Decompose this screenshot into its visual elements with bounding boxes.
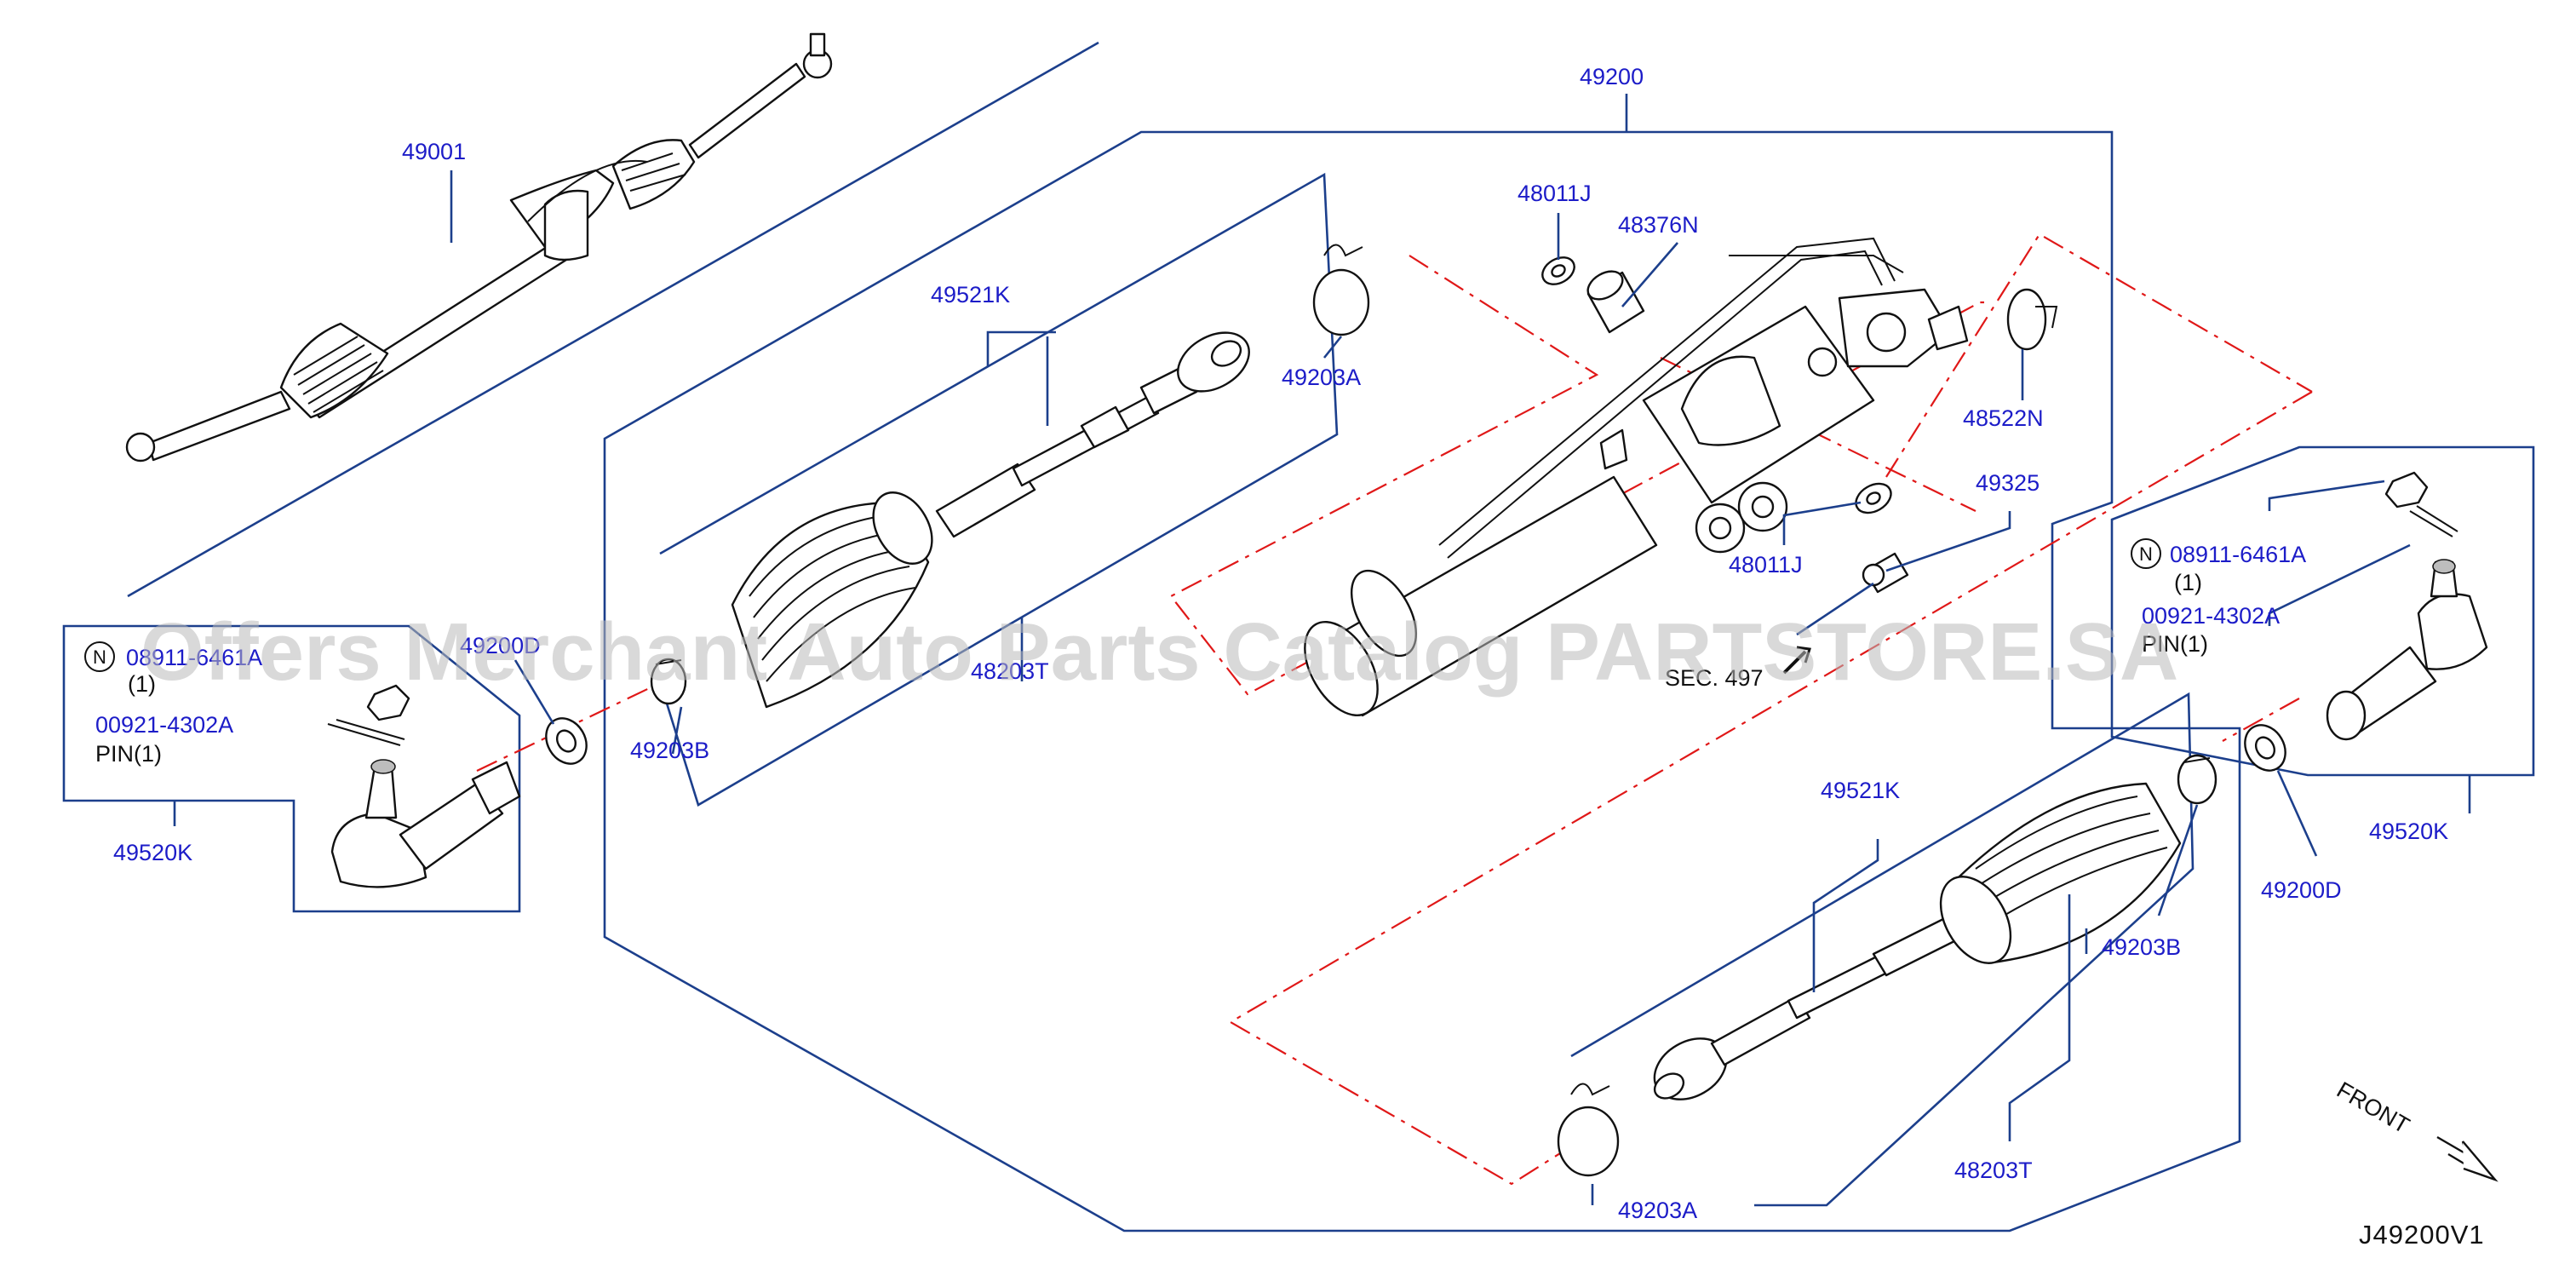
leader-49203b-upper [671, 706, 683, 755]
leader-00921-right [2268, 543, 2411, 626]
label-48522n: 48522N [1963, 405, 2044, 431]
part-49520k-right [2326, 559, 2488, 741]
leader-49203a-upper [1322, 336, 1343, 359]
label-48011j-bottom: 48011J [1729, 552, 1803, 577]
label-pin-left: PIN(1) [95, 741, 162, 767]
part-nut-left [366, 684, 410, 721]
label-48203t-upper: 48203T [971, 658, 1049, 684]
svg-text:N: N [93, 646, 106, 668]
label-49001: 49001 [402, 139, 466, 164]
part-pin-left [327, 719, 405, 746]
label-08911-right: 08911-6461A [2170, 542, 2306, 567]
part-49203b-upper-band [650, 658, 687, 705]
label-49203b-upper: 49203B [630, 738, 709, 763]
part-48203t-upper-boot [731, 491, 933, 709]
part-nut-right [2384, 471, 2429, 508]
watermark-text: Offers Merchant Auto Parts Catalog PARTS… [141, 606, 2178, 698]
leader-48376n [1621, 242, 1678, 307]
part-49325 [1862, 552, 1909, 594]
part-48011j-top [1541, 256, 1575, 285]
part-49203b-lower-band [2177, 754, 2217, 805]
part-49520k-left [330, 759, 521, 888]
label-49200d-left: 49200D [460, 633, 541, 658]
circle-n-right: N [2131, 538, 2161, 569]
label-08911-left: 08911-6461A [126, 645, 262, 670]
leader-lines [173, 170, 2471, 1205]
label-49203b-lower: 49203B [2102, 934, 2181, 960]
label-49203a-upper: 49203A [1282, 365, 1361, 390]
part-pin-right [2409, 505, 2458, 537]
leader-49200d-right [2276, 770, 2318, 857]
front-label: FRONT [2332, 1077, 2414, 1138]
diagram-code: J49200V1 [2359, 1220, 2485, 1250]
centerline-rack-upper [1169, 255, 1984, 696]
leader-49200d-left [513, 659, 555, 725]
label-49521k-upper: 49521K [931, 282, 1010, 307]
assembly-49200-outline [603, 130, 2241, 1232]
separator-line [127, 41, 1099, 598]
part-48522n [2006, 288, 2058, 351]
lower-boot-box [1570, 692, 2194, 1207]
part-49521k-lower [1653, 910, 1973, 1100]
part-49200d-right [2244, 724, 2286, 772]
label-00921-right: 00921-4302A [2142, 603, 2280, 629]
leader-08911-right [2268, 480, 2385, 511]
right-tierod-box [2110, 445, 2535, 777]
label-49200d-right: 49200D [2261, 877, 2342, 903]
sec-arrow [1782, 650, 1807, 675]
part-49200d-left [545, 717, 588, 765]
part-48011j-bottom [1855, 482, 1892, 514]
part-48376n [1586, 270, 1645, 334]
leader-48203t-lower [2008, 894, 2071, 1141]
part-49203a-lower-clip [1557, 1083, 1620, 1177]
leader-sec [1796, 582, 1874, 636]
leader-49521k-upper [986, 330, 1056, 366]
centerline-right-upper [1885, 233, 2313, 478]
part-49521k-upper [935, 331, 1250, 538]
front-indicator: FRONT [2332, 1077, 2499, 1182]
label-qty-left: (1) [128, 671, 156, 697]
left-tierod-box [62, 624, 521, 913]
label-49520k-right: 49520K [2369, 819, 2448, 844]
label-00921-left: 00921-4302A [95, 712, 233, 738]
leader-49325 [1885, 511, 2011, 572]
part-49203a-upper-clip [1312, 244, 1370, 336]
part-labels: 49001 49200 48011J 48376N 49521K 49203A … [84, 64, 2448, 1223]
part-48203t-lower-boot [1939, 782, 2182, 964]
label-49520k-left: 49520K [113, 840, 192, 865]
label-sec-ref: SEC. 497 [1665, 665, 1764, 691]
centerlines [476, 233, 2313, 1186]
svg-text:N: N [2139, 543, 2153, 565]
centerline-right-end [2222, 698, 2300, 742]
label-pin-right: PIN(1) [2142, 631, 2208, 657]
part-49001-rack [125, 32, 833, 463]
centerline-left-end [476, 672, 682, 772]
label-49325: 49325 [1976, 470, 2040, 496]
group-outlines [62, 41, 2535, 1232]
part-gear-housing [1304, 237, 1969, 717]
circle-n-left: N [84, 641, 115, 672]
leader-49521k-lower [1812, 839, 1879, 992]
label-49203a-lower: 49203A [1618, 1198, 1697, 1223]
label-qty-right: (1) [2174, 570, 2202, 595]
label-48376n: 48376N [1618, 212, 1699, 238]
upper-boot-box [658, 172, 1339, 807]
label-49200: 49200 [1580, 64, 1644, 89]
leader-49203b-lower [2157, 804, 2199, 916]
label-48011j-top: 48011J [1517, 181, 1592, 206]
label-48203t-lower: 48203T [1954, 1158, 2033, 1183]
label-49521k-lower: 49521K [1821, 778, 1900, 803]
leader-48011j-bottom [1782, 501, 1862, 545]
